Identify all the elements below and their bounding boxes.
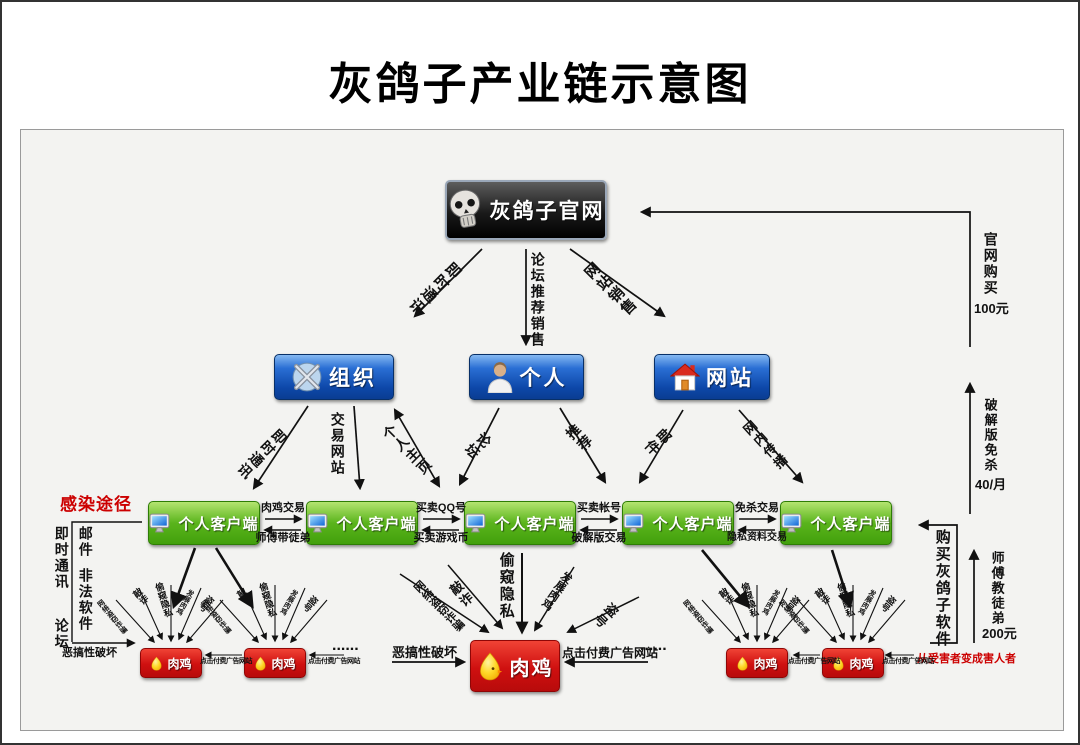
- chicken-label: 肉鸡: [753, 656, 778, 671]
- label-gap2-bottom: 买卖游戏币: [413, 532, 469, 544]
- website-node: 网站: [654, 354, 770, 400]
- label-infection-illegal-software: 非法软件: [77, 568, 94, 632]
- label-gap4-top: 免杀交易: [735, 502, 779, 514]
- client-node-label: 个人客户端: [652, 515, 733, 533]
- page-title: 灰鸽子产业链示意图: [328, 60, 752, 109]
- label-prank-main: 恶搞性破坏: [392, 645, 458, 660]
- label-click-ads: 点击付费广告网站: [308, 658, 361, 665]
- chicken-node-main: 肉鸡: [470, 640, 560, 692]
- chicken-label: 肉鸡: [509, 657, 554, 680]
- chicken-label: 肉鸡: [849, 656, 874, 671]
- monitor-icon: [308, 513, 328, 532]
- chick-icon: [834, 656, 844, 671]
- label-forum-recommend-sales: 论坛推荐销售: [529, 252, 546, 348]
- label-buy-software: 购买灰鸽子软件: [933, 529, 951, 648]
- monitor-icon: [782, 513, 802, 532]
- person-node: 个人: [469, 354, 584, 400]
- label-cracked-antikill: 破解版免杀: [982, 398, 998, 473]
- label-infection-im: 即时通讯: [53, 526, 70, 590]
- monitor-icon: [624, 513, 644, 532]
- house-icon: [670, 363, 700, 391]
- official-site-node: 灰鸽子官网: [445, 180, 607, 240]
- person-node-label: 个人: [519, 367, 568, 390]
- chick-icon: [738, 656, 748, 671]
- label-victim-note: 从受害者变成害人者: [917, 653, 1016, 665]
- label-gap3-bottom: 破解版交易: [571, 532, 627, 544]
- chick-icon: [152, 656, 162, 671]
- label-gap2-top: 买卖QQ号: [415, 502, 467, 514]
- org-node: 组织: [274, 354, 394, 400]
- label-gap1-bottom: 师傅带徒弟: [255, 532, 311, 544]
- label-click-ads-main: 点击付费广告网站: [562, 646, 659, 660]
- client-node-label: 个人客户端: [810, 515, 891, 533]
- label-gap1-top: 肉鸡交易: [261, 502, 305, 514]
- label-gap4-bottom: 隐私资料交易: [727, 532, 787, 543]
- chicken-node-1: 肉鸡: [140, 648, 202, 678]
- monitor-icon: [150, 513, 170, 532]
- chicken-node-2: 肉鸡: [244, 648, 306, 678]
- client-node-4: 个人客户端: [622, 501, 734, 545]
- label-trading-website: 交易网站: [329, 412, 346, 476]
- client-node-2: 个人客户端: [306, 501, 418, 545]
- label-infection-routes: 感染途径: [60, 495, 132, 514]
- monitor-icon: [466, 513, 486, 532]
- client-node-label: 个人客户端: [336, 515, 417, 533]
- skull-icon: [449, 189, 480, 228]
- chick-icon: [256, 656, 266, 671]
- client-node-1: 个人客户端: [148, 501, 260, 545]
- client-node-label: 个人客户端: [494, 515, 575, 533]
- chicken-label: 肉鸡: [271, 656, 296, 671]
- org-node-label: 组织: [329, 367, 377, 390]
- ellipsis-separator: ......: [640, 637, 667, 654]
- label-click-ads: 点击付费广告网站: [200, 658, 253, 665]
- website-node-label: 网站: [706, 367, 754, 390]
- label-cracked-price: 40/月: [975, 477, 1007, 492]
- chicken-node-3: 肉鸡: [726, 648, 788, 678]
- label-spy-privacy-main: 偷窥隐私: [497, 552, 515, 620]
- ellipsis-separator: ......: [332, 637, 359, 654]
- person-icon: [487, 362, 512, 393]
- label-gap3-top: 买卖帐号: [577, 502, 621, 514]
- label-mentor-teaches: 师傅教徒弟: [989, 551, 1005, 626]
- chicken-node-4: 肉鸡: [822, 648, 884, 678]
- client-node-label: 个人客户端: [178, 515, 259, 533]
- label-official-buy: 官网购买: [982, 232, 999, 296]
- label-click-ads: 点击付费广告网站: [882, 658, 935, 665]
- organization-icon: [292, 362, 322, 392]
- label-official-price: 100元: [974, 301, 1009, 316]
- chicken-label: 肉鸡: [167, 656, 192, 671]
- label-mentor-price: 200元: [982, 626, 1017, 641]
- label-infection-email: 邮件: [77, 526, 94, 558]
- client-node-5: 个人客户端: [780, 501, 892, 545]
- chick-icon: [479, 652, 502, 681]
- label-infection-forum: 论坛: [53, 618, 70, 650]
- label-prank-left: 恶搞性破坏: [62, 647, 117, 659]
- label-click-ads: 点击付费广告网站: [788, 658, 841, 665]
- official-site-label: 灰鸽子官网: [489, 200, 605, 223]
- client-node-3: 个人客户端: [464, 501, 576, 545]
